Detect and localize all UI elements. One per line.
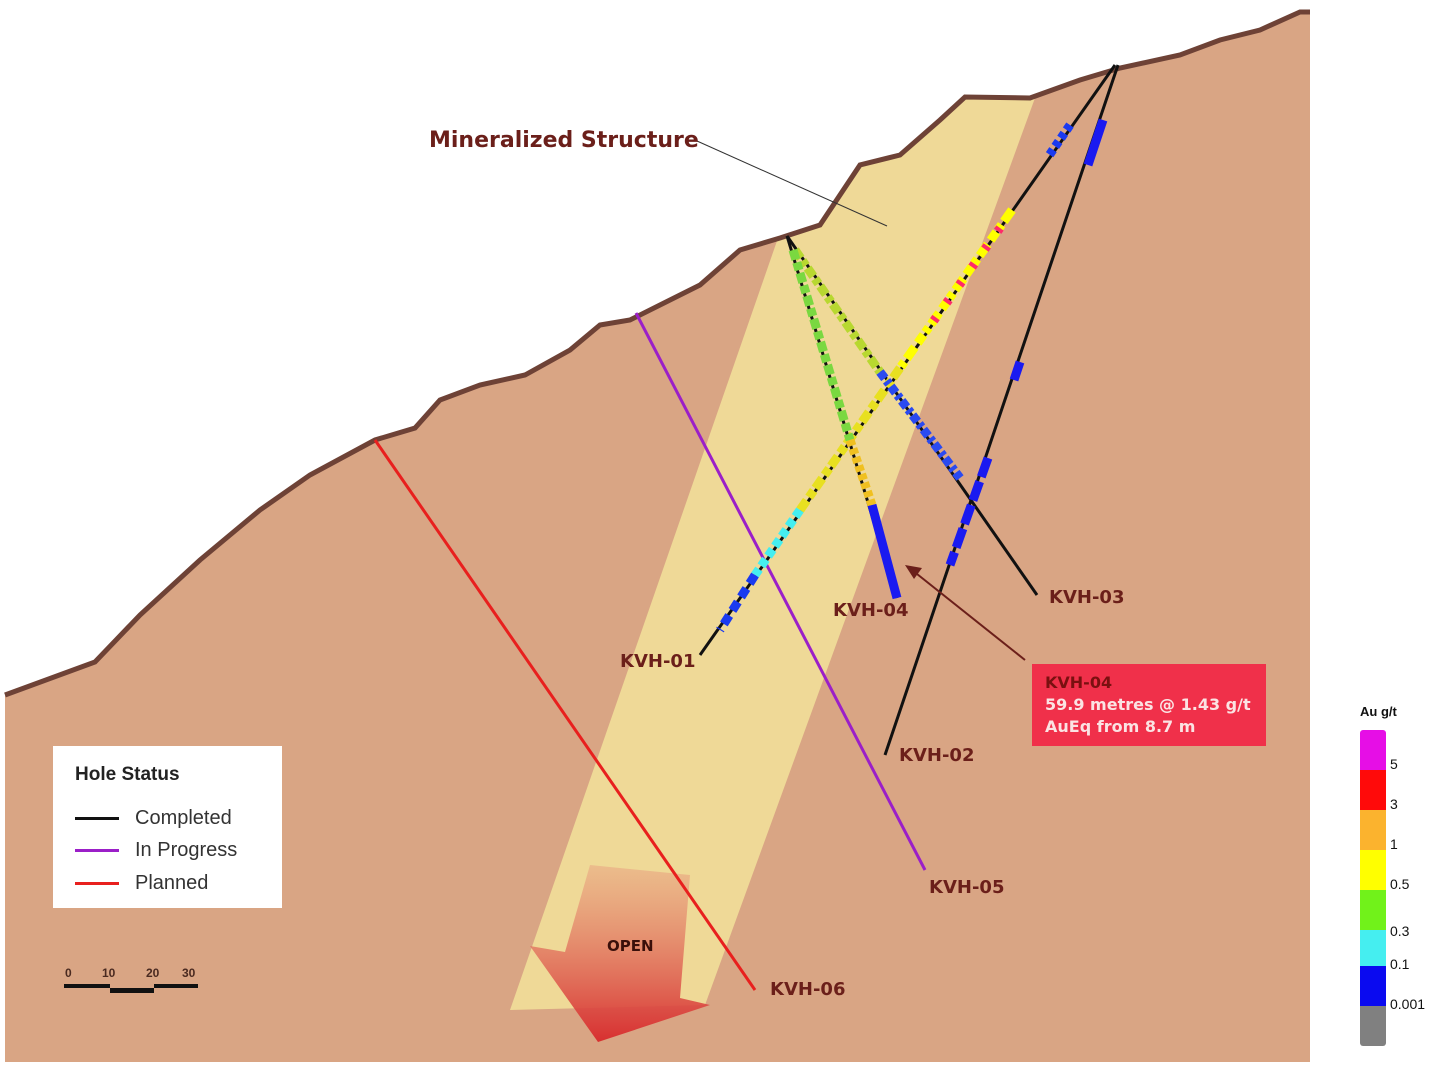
svg-text:10: 10 <box>102 966 116 980</box>
label-kvh-01: KVH-01 <box>620 651 695 672</box>
colorbar-label: 0.1 <box>1390 956 1410 972</box>
label-kvh-02: KVH-02 <box>899 745 974 766</box>
svg-text:20: 20 <box>146 966 160 980</box>
label-kvh-04: KVH-04 <box>833 600 908 621</box>
callout-arrowhead <box>905 565 922 579</box>
surface-line <box>4 9 1310 698</box>
colorbar-label: 5 <box>1390 756 1398 772</box>
assay-intervals <box>716 118 1108 633</box>
hole-kvh-06[interactable] <box>373 439 757 991</box>
label-kvh-03: KVH-03 <box>1049 587 1124 608</box>
legend-item-planned: Planned <box>75 872 208 895</box>
svg-text:0: 0 <box>65 966 72 980</box>
label-kvh-05: KVH-05 <box>929 877 1004 898</box>
hole-kvh-05[interactable] <box>634 312 927 871</box>
kvh-04-callout: KVH-04 59.9 metres @ 1.43 g/t AuEq from … <box>1032 664 1266 746</box>
open-label: OPEN <box>607 937 654 955</box>
colorbar-label: 0.5 <box>1390 876 1410 892</box>
hole-status-legend: Hole Status Completed In Progress Planne… <box>53 746 282 908</box>
legend-item-in-progress: In Progress <box>75 839 237 862</box>
colorbar-title: Au g/t <box>1360 704 1397 719</box>
hole-kvh-02[interactable] <box>883 64 1120 756</box>
colorbar-label: 3 <box>1390 796 1398 812</box>
mineralized-structure-leader <box>696 140 888 227</box>
colorbar-label: 0.3 <box>1390 923 1410 939</box>
mineralized-structure-label: Mineralized Structure <box>429 128 699 153</box>
au-colorbar <box>1360 730 1386 1046</box>
scale-bar: 0 10 20 30 <box>64 966 198 993</box>
hole-kvh-03[interactable] <box>785 235 1039 596</box>
ground <box>5 12 1310 1062</box>
svg-text:30: 30 <box>182 966 196 980</box>
callout-arrow <box>911 569 1026 661</box>
legend-item-completed: Completed <box>75 807 232 830</box>
colorbar-label: 0.001 <box>1390 996 1426 1012</box>
label-kvh-06: KVH-06 <box>770 979 845 1000</box>
open-arrow <box>530 865 710 1042</box>
colorbar-label: 1 <box>1390 836 1398 852</box>
legend-title: Hole Status <box>75 764 180 785</box>
